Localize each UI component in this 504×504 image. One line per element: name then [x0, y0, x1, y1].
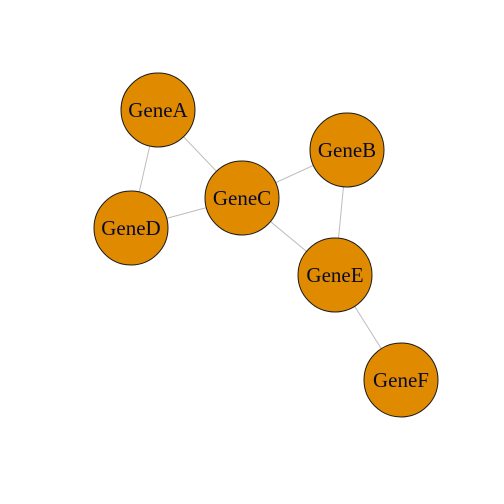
node-label: GeneF: [373, 368, 429, 392]
node-label: GeneA: [128, 98, 188, 122]
node-circle: [297, 237, 373, 313]
node-geneb: GeneB: [309, 112, 385, 188]
node-gened: GeneD: [93, 190, 169, 266]
node-genef: GeneF: [363, 342, 439, 418]
node-label: GeneE: [306, 263, 363, 287]
node-circle: [309, 112, 385, 188]
node-circle: [120, 72, 196, 148]
node-genee: GeneE: [297, 237, 373, 313]
node-genec: GeneC: [204, 160, 280, 236]
node-label: GeneB: [318, 138, 376, 162]
node-label: GeneD: [101, 216, 160, 240]
node-circle: [204, 160, 280, 236]
node-label: GeneC: [213, 186, 271, 210]
node-circle: [363, 342, 439, 418]
node-circle: [93, 190, 169, 266]
node-genea: GeneA: [120, 72, 196, 148]
nodes-layer: GeneA GeneB GeneC GeneD GeneE GeneF: [93, 72, 439, 418]
